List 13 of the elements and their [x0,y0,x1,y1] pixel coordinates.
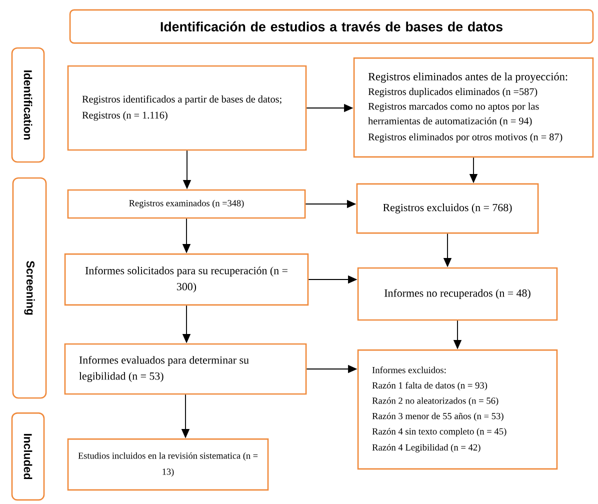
phase-label-box: Included [11,412,45,501]
process-box: Registros identificados a partir de bases de datos; Registros (n = 1.116) [67,65,307,151]
process-box: Informes evaluados para determinar su legibilidad (n = 53) [64,343,307,395]
phase-label-box: Screening [12,177,47,399]
process-box: Informes solicitados para su recuperación (n = 300) [64,253,309,306]
process-box: Registros excluidos (n = 768) [356,183,539,234]
process-box: Informes no recuperados (n = 48) [357,267,558,321]
process-box: Estudios incluidos en la revisión sistematica (n = 13) [67,438,269,491]
process-box: Registros examinados (n =348) [67,189,306,219]
title-box: Identificación de estudios a través de bases de datos [69,9,594,44]
process-box: Informes excluidos: Razón 1 falta de datos (n = 93) Razón 2 no aleatorizados (n = 56) Razón 3 menor de 55 años (n = 53) Razón 4 sin texto completo (n = 45) Razón 4 Legibilidad (n = 42) [357,349,558,470]
process-box: Registros eliminados antes de la proyección: Registros duplicados eliminados (n =587) Registros marcados como no aptos por las herramientas de automatización (n = 94) Registros eliminados por otros motivos (n = 87) [353,57,594,158]
phase-label-box: Identification [11,47,45,163]
